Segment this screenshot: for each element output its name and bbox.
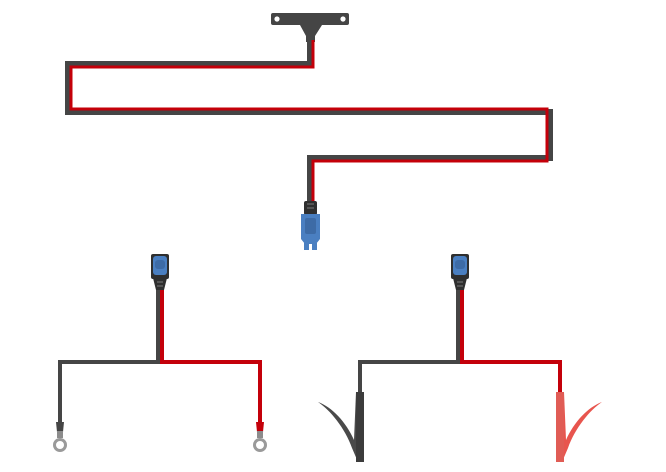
panel-mount-bracket-icon <box>271 13 349 42</box>
extension-cable-wire <box>65 40 553 205</box>
quick-connector-socket-icon <box>451 254 469 290</box>
black-eyelet-ring-terminal-icon <box>53 422 67 452</box>
eyelet-cable-wire <box>58 290 262 425</box>
battery-clamp-cable <box>318 254 602 462</box>
quick-connector-plug-icon <box>301 201 320 250</box>
eyelet-terminal-cable <box>53 254 267 452</box>
quick-connector-socket-icon <box>151 254 169 290</box>
red-eyelet-ring-terminal-icon <box>253 422 267 452</box>
clamp-cable-wire <box>358 290 562 395</box>
black-battery-clamp-icon <box>318 392 364 462</box>
red-battery-clamp-icon <box>556 392 602 462</box>
panel-mount-cable <box>65 13 553 250</box>
